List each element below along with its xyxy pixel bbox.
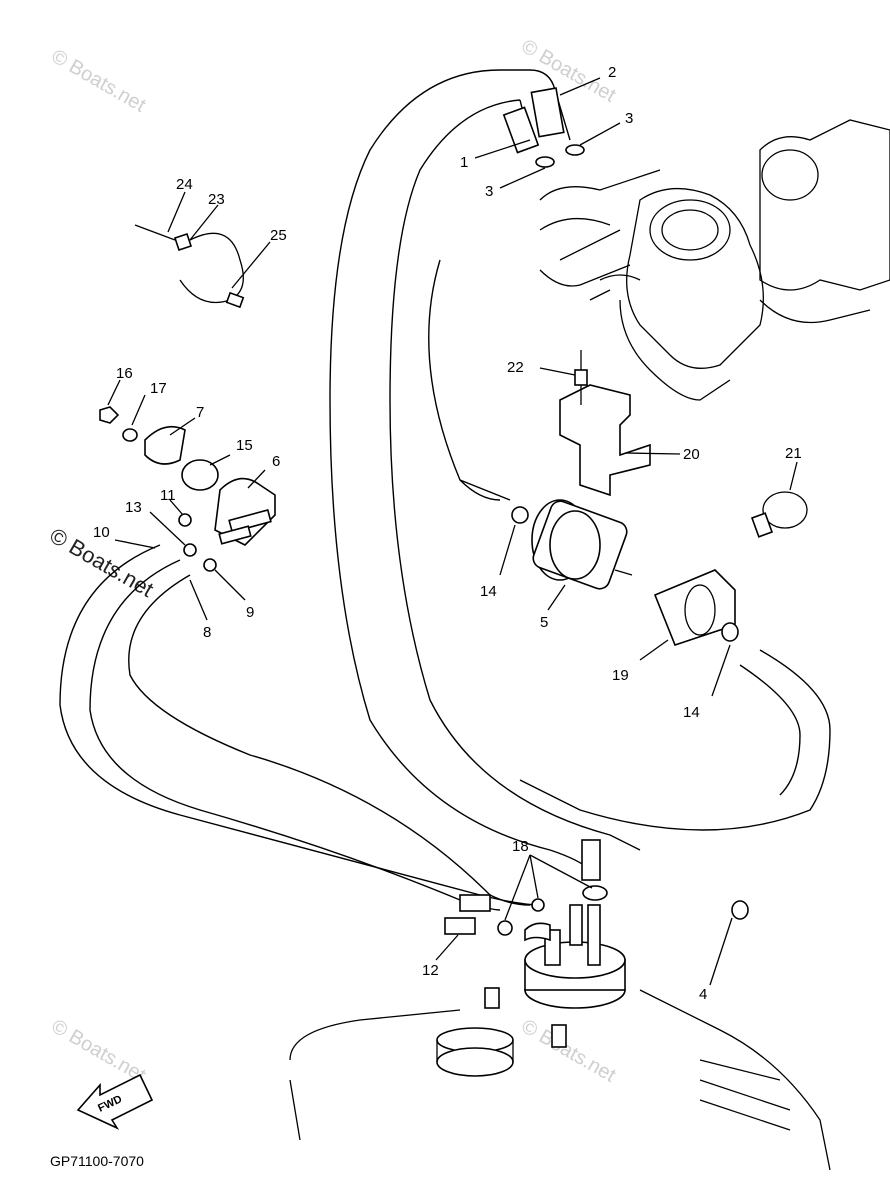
return-hoses [59, 259, 831, 935]
callout-13: 13 [125, 499, 142, 516]
callout-1: 1 [460, 154, 468, 171]
callout-10: 10 [93, 524, 110, 541]
callout-17: 17 [150, 380, 167, 397]
callout-16: 16 [116, 365, 133, 382]
callout-19: 19 [612, 667, 629, 684]
callout-6: 6 [272, 453, 280, 470]
hose-clamp-21 [750, 491, 808, 538]
fuel-filter [531, 499, 633, 590]
callout-8: 8 [203, 624, 211, 641]
callout-22: 22 [507, 359, 524, 376]
callout-24: 24 [176, 176, 193, 193]
callout-14-left: 14 [480, 583, 497, 600]
callout-5: 5 [540, 614, 548, 631]
callout-23: 23 [208, 191, 225, 208]
mounting-bracket [559, 350, 651, 497]
callout-4: 4 [699, 986, 707, 1003]
callout-2: 2 [608, 64, 616, 81]
diagram-code: GP71100-7070 [50, 1153, 144, 1169]
callout-11: 11 [160, 487, 176, 504]
fuel-pickup-unit [524, 904, 626, 1009]
callout-numbers: 1 2 3 3 4 5 6 7 8 9 10 11 12 13 14 14 15… [93, 64, 802, 1003]
watermark-bottom-mid: © Boats.net [518, 1015, 620, 1087]
callout-9: 9 [246, 604, 254, 621]
callout-15: 15 [236, 437, 253, 454]
carburetor-assembly [539, 119, 890, 401]
callout-21: 21 [785, 445, 802, 462]
callout-25: 25 [270, 227, 287, 244]
fuel-tank [289, 987, 831, 1171]
watermark-bottom-left: © Boats.net [48, 1015, 150, 1087]
callout-14-right: 14 [683, 704, 700, 721]
callout-3-upper: 3 [625, 110, 633, 127]
callout-12: 12 [422, 962, 439, 979]
watermark-top-left: © Boats.net [48, 45, 150, 117]
callout-3-lower: 3 [485, 183, 493, 200]
hose-clips [178, 144, 749, 936]
filter-bracket [653, 569, 736, 646]
cable-tie [134, 224, 245, 309]
main-fuel-hose [329, 69, 641, 881]
callout-20: 20 [683, 446, 700, 463]
callout-18: 18 [512, 838, 529, 855]
fuel-cock-assembly [99, 406, 276, 546]
fwd-arrow-icon: FWD [76, 1073, 154, 1130]
leader-lines [107, 77, 798, 986]
callout-7: 7 [196, 404, 204, 421]
